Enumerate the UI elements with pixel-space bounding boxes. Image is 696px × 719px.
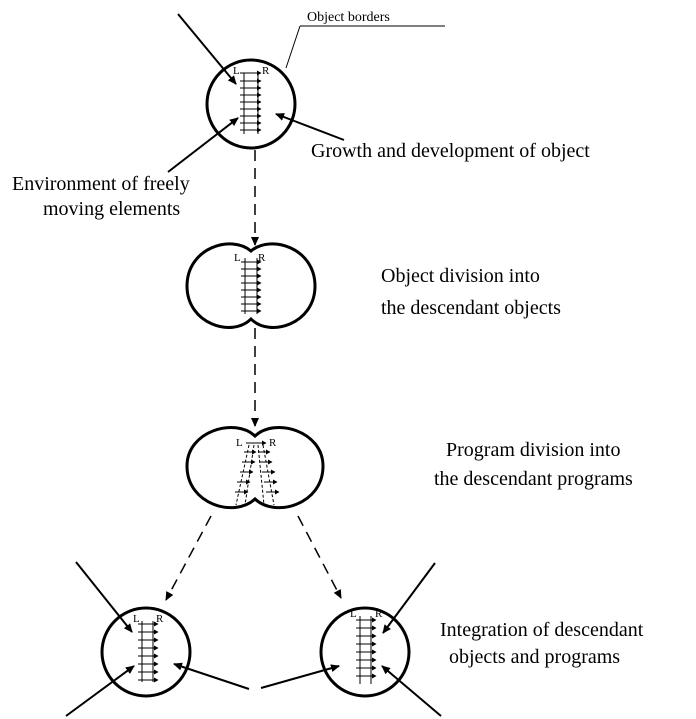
transition-arrow-3-right [297, 515, 342, 599]
program-ladder: L R [133, 613, 164, 683]
dividing-program-outline [185, 426, 325, 510]
growth-label: Growth and development of object [311, 140, 590, 162]
descendant-object-left: L R [65, 561, 250, 717]
division-label-line1: Object division into [381, 265, 540, 287]
integration-label-line1: Integration of descendant [440, 619, 644, 641]
descendant-object-right: L R [260, 562, 442, 717]
splitting-program-ladder: L R [235, 437, 280, 506]
descendant-border-circle [319, 606, 411, 698]
svg-text:L: L [233, 65, 240, 77]
inflow-arrow-top [75, 561, 133, 633]
object-borders-label: Object borders [307, 10, 390, 25]
inflow-arrow-top [177, 13, 237, 85]
program-label-line2: the descendant programs [434, 468, 633, 490]
inflow-arrow-right [275, 113, 345, 141]
dividing-object-outline [185, 242, 317, 329]
stage-growth: Object borders L R Growth and developmen… [12, 10, 590, 220]
stage-program-division: L R Program division into the descendant… [185, 426, 633, 510]
svg-text:L: L [350, 608, 357, 620]
program-label-line1: Program division into [446, 439, 620, 461]
descendant-border-circle [100, 606, 192, 698]
svg-text:L: L [234, 252, 241, 264]
program-ladder: L R [233, 65, 270, 134]
svg-text:L: L [133, 613, 140, 625]
svg-text:R: R [262, 65, 270, 77]
svg-text:R: R [269, 437, 277, 449]
inflow-arrow-left [260, 664, 340, 689]
division-label-line2: the descendant objects [381, 297, 561, 319]
svg-text:R: R [375, 608, 383, 620]
svg-text:R: R [156, 613, 164, 625]
object-border-circle [205, 58, 297, 150]
inflow-arrow-right [173, 662, 250, 690]
program-ladder: L R [350, 608, 383, 684]
inflow-arrow-bottom [381, 665, 442, 717]
object-borders-leader [285, 25, 301, 69]
integration-label-line2: objects and programs [449, 646, 620, 668]
inflow-arrow-bottom [65, 665, 135, 717]
stage-object-division: L R Object division into the descendant … [185, 242, 561, 329]
inflow-arrow-top [382, 562, 436, 634]
svg-text:L: L [236, 437, 243, 449]
transition-arrow-3-left [165, 515, 212, 601]
environment-label-line2: moving elements [43, 198, 180, 220]
svg-text:R: R [258, 252, 266, 264]
environment-label-line1: Environment of freely [12, 173, 190, 195]
inflow-arrow-left [167, 117, 239, 173]
program-ladder: L R [234, 252, 266, 314]
